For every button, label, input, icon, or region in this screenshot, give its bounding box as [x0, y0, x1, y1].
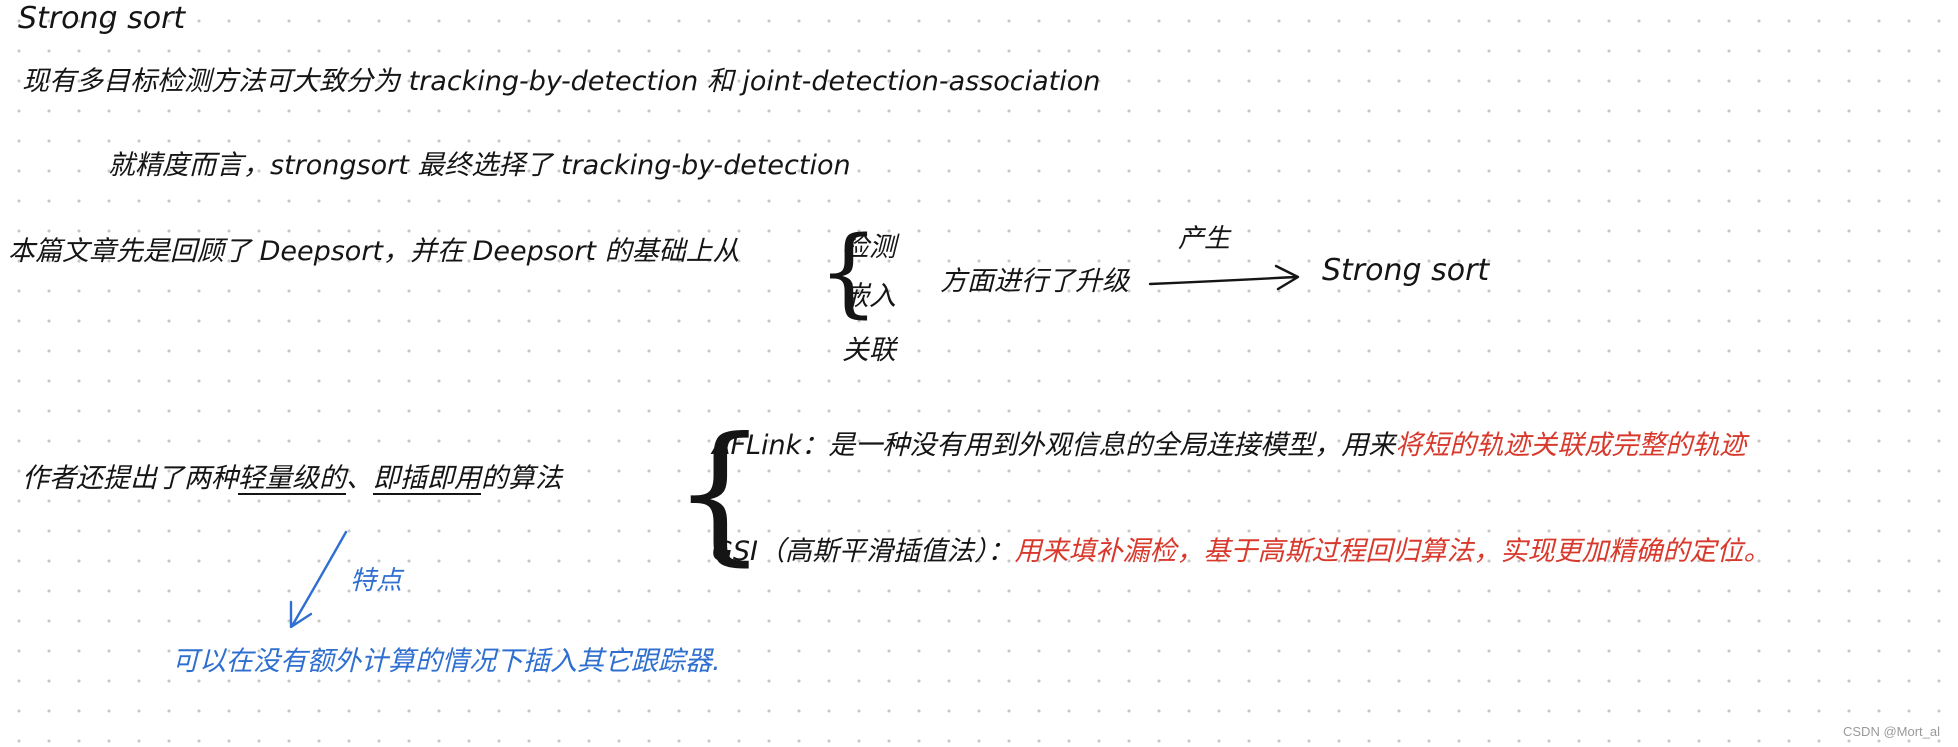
line-algorithms: 作者还提出了两种轻量级的、即插即用的算法: [22, 465, 562, 492]
upgrade-brace: {: [818, 216, 880, 328]
csdn-watermark: CSDN @Mort_al: [1843, 724, 1940, 739]
strongsort-result: Strong sort: [1322, 253, 1490, 288]
algorithms-prefix: 作者还提出了两种: [22, 463, 238, 494]
produce-arrow-icon: [1148, 264, 1300, 291]
plug-and-play-term: 即插即用: [373, 463, 481, 494]
upgrade-suffix: 方面进行了升级: [940, 266, 1129, 297]
upgrade-item-association: 关联: [842, 335, 896, 366]
feature-note: 可以在没有额外计算的情况下插入其它跟踪器.: [172, 646, 721, 677]
aflink-highlight: 将短的轨迹关联成完整的轨迹: [1395, 430, 1747, 461]
line-methods-intro: 现有多目标检测方法可大致分为 tracking-by-detection 和 j…: [22, 66, 1101, 97]
aflink-line: AFLink：是一种没有用到外观信息的全局连接模型，用来将短的轨迹关联成完整的轨…: [712, 432, 1746, 459]
gsi-highlight: 用来填补漏检，基于高斯过程回归算法，实现更加精确的定位。: [1014, 536, 1771, 567]
arrow-label-produce: 产生: [1178, 224, 1231, 254]
gsi-line: GSI（高斯平滑插值法）：用来填补漏检，基于高斯过程回归算法，实现更加精确的定位…: [712, 538, 1771, 565]
aflink-description: AFLink：是一种没有用到外观信息的全局连接模型，用来: [712, 430, 1396, 461]
line-strongsort-choice: 就精度而言，strongsort 最终选择了 tracking-by-detec…: [108, 150, 851, 181]
feature-arrow-icon: [289, 530, 348, 629]
algorithms-sep: 、: [346, 463, 373, 494]
lightweight-term: 轻量级的: [238, 463, 346, 494]
line-deepsort-upgrade: 本篇文章先是回顾了 Deepsort，并在 Deepsort 的基础上从: [8, 236, 740, 267]
gsi-description: GSI（高斯平滑插值法）：: [712, 536, 1015, 567]
algorithms-suffix: 的算法: [481, 463, 562, 494]
algorithms-brace: {: [672, 406, 768, 580]
page-title: Strong sort: [18, 1, 186, 36]
upgrade-item-detection: 检测: [842, 232, 896, 263]
upgrade-item-embedding: 嵌入: [842, 281, 896, 312]
feature-label: 特点: [350, 566, 403, 596]
